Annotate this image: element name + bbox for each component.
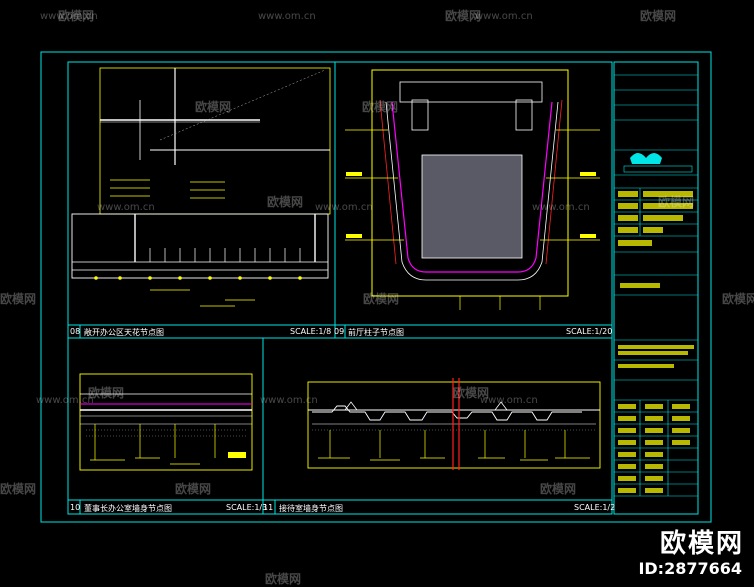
panel-11-scale: SCALE:1/2 <box>574 503 616 512</box>
panel-10-title: 董事长办公室墙身节点图 <box>84 504 172 513</box>
watermark-logo: 欧模网 <box>658 195 695 209</box>
watermark-logo: 欧模网 <box>640 9 677 23</box>
brand-logo-text: 欧模网 <box>659 529 744 559</box>
watermark-logo: 欧模网 <box>363 292 400 306</box>
panel-10-scale: SCALE:1/3 <box>226 503 268 512</box>
panel-08-drawing <box>71 67 331 307</box>
column-core <box>421 154 523 259</box>
title-block-yellow-fields <box>618 191 694 493</box>
panel-11-title: 接待室墙身节点图 <box>279 504 343 513</box>
watermark-url: www.om.cn <box>40 11 98 22</box>
panel-08-number: 08 <box>70 327 81 336</box>
watermark-url: www.om.cn <box>258 11 316 22</box>
panel-11-drawing <box>307 378 601 470</box>
title-block-rows <box>614 74 698 497</box>
watermark-url: www.om.cn <box>315 202 373 213</box>
title-block-logo <box>623 153 693 173</box>
watermark-logo: 欧模网 <box>722 292 754 306</box>
panel-dividers <box>68 62 612 514</box>
watermark-logo: 欧模网 <box>540 482 577 496</box>
panel-09-drawing <box>345 69 600 310</box>
watermark-logo: 欧模网 <box>453 386 490 400</box>
panel-09-scale: SCALE:1/20 <box>566 327 613 336</box>
panel-10-drawing <box>79 373 253 471</box>
panel-09-title: 前厅柱子节点图 <box>348 328 404 337</box>
brand-id: ID:2877664 <box>638 559 742 578</box>
watermark-url: www.om.cn <box>480 395 538 406</box>
watermark-logo: 欧模网 <box>175 482 212 496</box>
watermark-logo: 欧模网 <box>445 9 482 23</box>
watermark-logo: 欧模网 <box>88 386 125 400</box>
title-block <box>613 61 699 515</box>
watermark-url: www.om.cn <box>36 395 94 406</box>
watermark-url: www.om.cn <box>475 11 533 22</box>
watermark-logo: 欧模网 <box>195 100 232 114</box>
watermark-url: www.om.cn <box>532 202 590 213</box>
panel-09-number: 09 <box>334 327 345 336</box>
watermark-logo: 欧模网 <box>265 572 302 586</box>
sheet-inner-border <box>67 61 613 515</box>
watermark-logo: 欧模网 <box>362 100 399 114</box>
panel-08-title: 敞开办公区天花节点图 <box>84 328 164 337</box>
watermark-url: www.om.cn <box>97 202 155 213</box>
watermark-url: www.om.cn <box>260 395 318 406</box>
watermark-logo: 欧模网 <box>267 195 304 209</box>
sheet-outer-border <box>40 51 712 523</box>
watermark-logo: 欧模网 <box>0 482 37 496</box>
panel-11-number: 11 <box>263 503 274 512</box>
watermark-logo: 欧模网 <box>58 9 95 23</box>
panel-08-scale: SCALE:1/8 <box>290 327 332 336</box>
panel-10-number: 10 <box>70 503 81 512</box>
watermark-logo: 欧模网 <box>0 292 37 306</box>
